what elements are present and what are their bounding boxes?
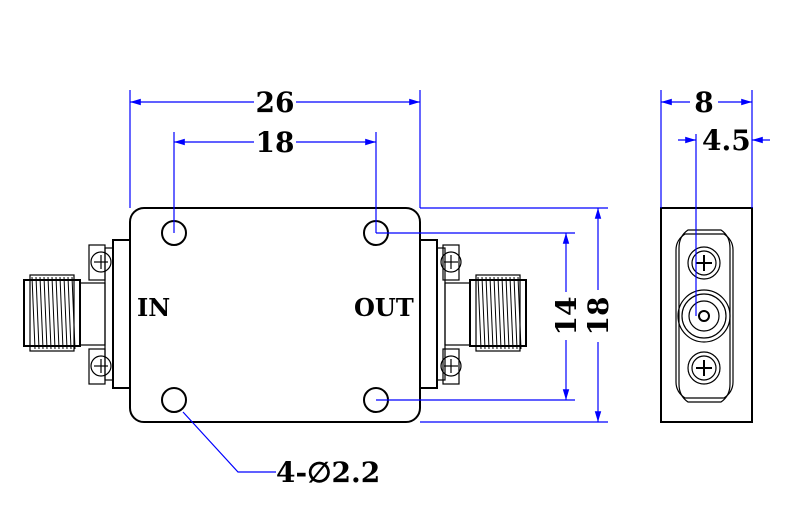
connector-face-icon xyxy=(677,289,731,343)
screw-icon xyxy=(88,244,112,281)
thread-line xyxy=(71,276,76,350)
thread-line xyxy=(485,276,490,350)
screw-icon xyxy=(440,348,462,385)
side-view: 8 4.5 xyxy=(660,86,770,423)
thread-line xyxy=(513,276,518,350)
input-label: IN xyxy=(137,293,170,322)
thread-line xyxy=(59,276,64,350)
thread-line xyxy=(55,276,60,350)
thread-line xyxy=(39,276,44,350)
thread-line xyxy=(517,276,522,350)
right-connector-flange xyxy=(419,239,471,389)
screw-icon xyxy=(88,348,112,385)
thread-line xyxy=(489,276,494,350)
hole-callout: 4-∅2.2 xyxy=(276,456,380,489)
dimension-hole-spacing-y: 14 xyxy=(550,297,583,336)
thread-line xyxy=(497,276,502,350)
dimension-overall-length: 26 xyxy=(256,86,295,119)
dimension-hole-spacing-x: 18 xyxy=(256,126,295,159)
thread-line xyxy=(43,276,48,350)
left-sma-connector xyxy=(23,274,81,352)
thread-line xyxy=(509,276,514,350)
dimension-connector-offset: 4.5 xyxy=(702,124,751,157)
left-connector-flange xyxy=(79,239,131,389)
thread-line xyxy=(47,276,52,350)
thread-line xyxy=(51,276,56,350)
mounting-hole xyxy=(161,387,187,413)
screw-icon xyxy=(687,246,721,280)
dimension-overall-height: 18 xyxy=(582,297,615,336)
screw-icon xyxy=(440,244,462,281)
front-view: IN OUT xyxy=(23,207,527,423)
output-label: OUT xyxy=(354,293,414,322)
side-housing xyxy=(660,207,753,423)
right-sma-connector xyxy=(469,274,527,352)
thread-line xyxy=(35,276,40,350)
thread-line xyxy=(31,276,36,350)
thread-line xyxy=(493,276,498,350)
dimension-side-width: 8 xyxy=(694,86,713,119)
thread-line xyxy=(481,276,486,350)
thread-line xyxy=(67,276,72,350)
dimension-lines: 26 18 14 18 4-∅2.2 xyxy=(129,86,615,489)
thread-line xyxy=(63,276,68,350)
screw-icon xyxy=(687,351,721,385)
thread-line xyxy=(505,276,510,350)
thread-line xyxy=(501,276,506,350)
thread-line xyxy=(477,276,482,350)
